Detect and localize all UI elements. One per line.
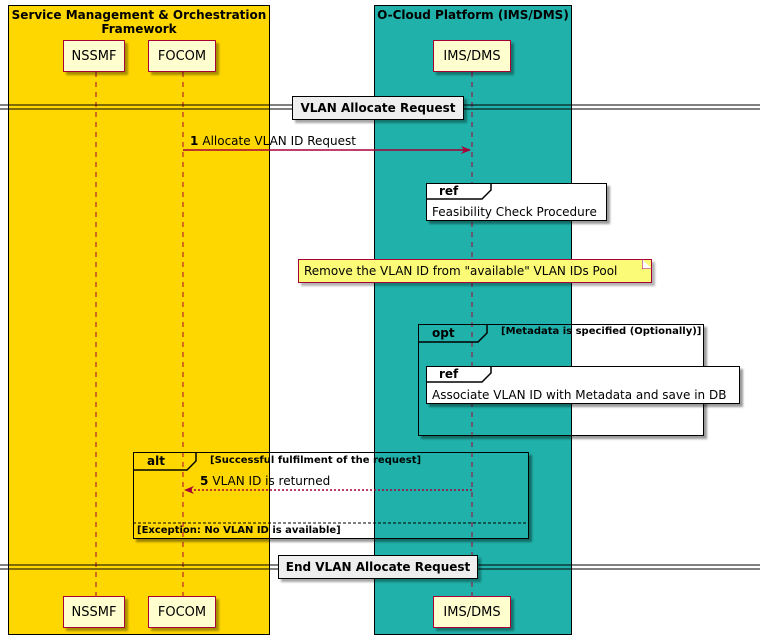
opt-tab xyxy=(418,324,488,343)
opt-condition: [Metadata is specified (Optionally)] xyxy=(501,326,702,337)
alt-tab xyxy=(133,452,197,471)
ocloud-box-title: O-Cloud Platform (IMS/DMS) xyxy=(377,8,569,22)
alt-condition: [Successful fulfilment of the request] xyxy=(210,455,422,466)
participant-focom-bottom[interactable]: FOCOM xyxy=(148,596,216,628)
participant-imsdms-top[interactable]: IMS/DMS xyxy=(433,40,511,72)
note-fold xyxy=(642,259,652,269)
ref-associate-tag: ref xyxy=(439,367,459,381)
ref-associate-tab xyxy=(426,366,492,383)
ref-feasibility-text: Feasibility Check Procedure xyxy=(432,205,597,219)
participant-nssmf-top[interactable]: NSSMF xyxy=(63,40,125,72)
ref-feasibility-tag: ref xyxy=(439,184,459,198)
ref-associate-vlan[interactable] xyxy=(426,366,740,404)
participant-imsdms-bottom[interactable]: IMS/DMS xyxy=(433,596,511,628)
message-1-number: 1 xyxy=(190,134,199,148)
ref-associate-text: Associate VLAN ID with Metadata and save… xyxy=(432,388,727,402)
smo-title-line2: Framework xyxy=(101,22,177,36)
smo-box xyxy=(8,5,270,635)
opt-tag: opt xyxy=(432,326,455,340)
divider-end-label: End VLAN Allocate Request xyxy=(278,555,478,579)
alt-group xyxy=(133,452,529,539)
alt-tag: alt xyxy=(147,454,165,468)
divider-start-label: VLAN Allocate Request xyxy=(292,96,464,120)
smo-title-line1: Service Management & Orchestration xyxy=(11,8,267,22)
smo-box-title: Service Management & Orchestration Frame… xyxy=(8,8,270,36)
note-remove-vlan: Remove the VLAN ID from "available" VLAN… xyxy=(298,259,652,283)
participant-focom-top[interactable]: FOCOM xyxy=(148,40,216,72)
participant-nssmf-bottom[interactable]: NSSMF xyxy=(63,596,125,628)
message-5-text: VLAN ID is returned xyxy=(212,474,331,488)
ref-feasibility-tab xyxy=(426,183,492,200)
message-5-number: 5 xyxy=(200,474,209,488)
ref-feasibility-check[interactable] xyxy=(426,183,607,221)
alt-else-condition: [Exception: No VLAN ID is available] xyxy=(137,525,341,536)
message-1-text: Allocate VLAN ID Request xyxy=(202,134,356,148)
alt-else-separator xyxy=(133,522,529,524)
